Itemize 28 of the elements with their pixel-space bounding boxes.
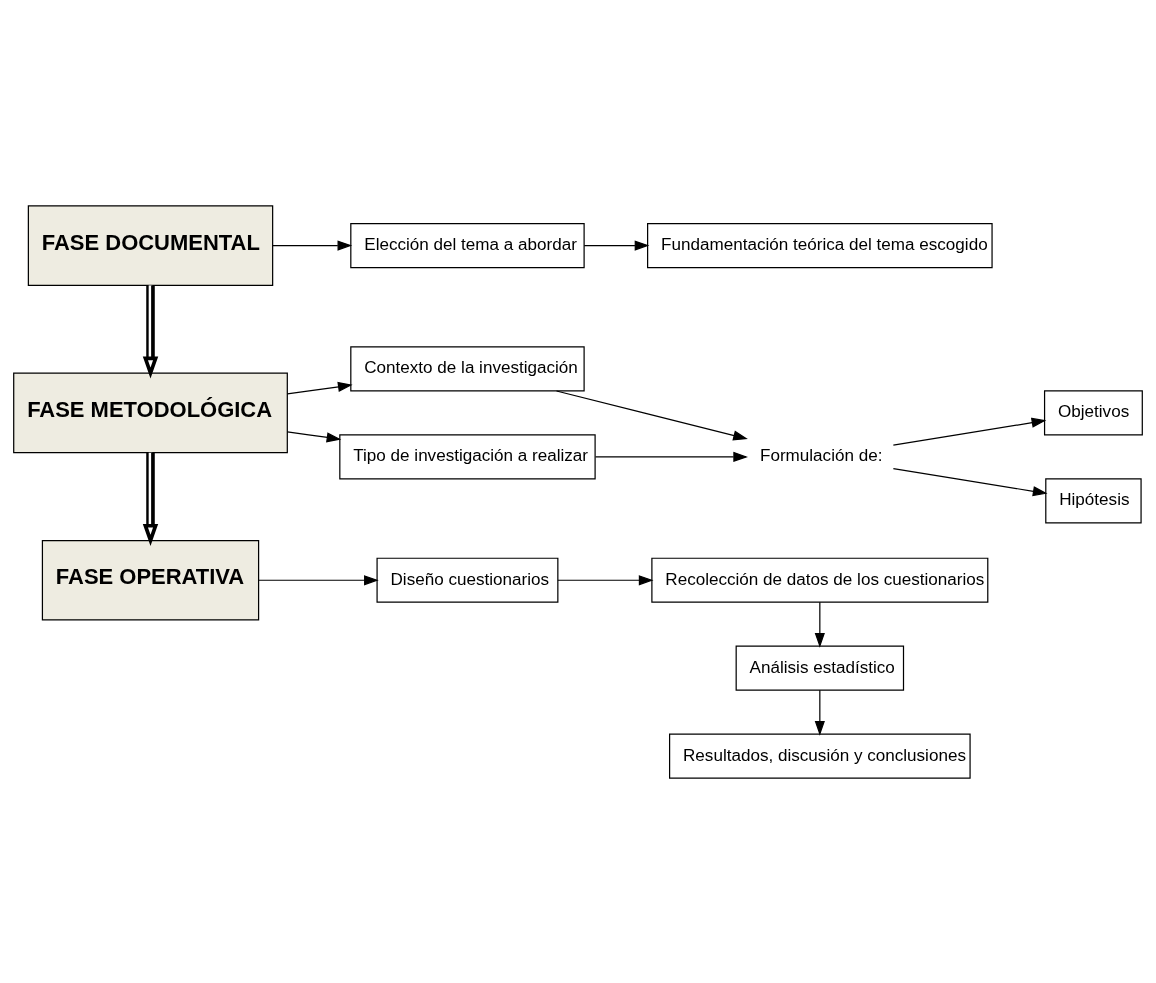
node-box: Análisis estadístico <box>735 645 905 691</box>
node-box: Contexto de la investigación <box>350 345 585 392</box>
arrow <box>286 430 342 442</box>
node-box: Tipo de investigación a realizar <box>339 433 596 479</box>
node-box: Resultados, discusión y conclusiones <box>669 733 971 779</box>
arrow <box>142 284 159 379</box>
node-box: Recolección de datos de los cuestionarios <box>651 557 989 603</box>
arrow <box>272 239 353 251</box>
node-box: Hipótesis <box>1045 477 1142 523</box>
arrow <box>814 689 825 736</box>
node-box: FASE OPERATIVA <box>41 539 260 621</box>
node-box: Diseño cuestionarios <box>376 557 559 603</box>
node-text: Formulación de: <box>759 445 883 465</box>
node-box: FASE METODOLÓGICA <box>13 372 288 453</box>
arrow <box>142 452 159 546</box>
arrow <box>258 574 379 585</box>
arrow <box>286 381 353 395</box>
arrow <box>594 451 748 462</box>
node-box: Objetivos <box>1043 389 1143 435</box>
arrow <box>583 239 650 251</box>
arrow <box>557 574 654 585</box>
arrow <box>892 417 1047 446</box>
node-box: Elección del tema a abordar <box>350 222 585 268</box>
arrow <box>555 389 748 440</box>
node-box: FASE DOCUMENTAL <box>27 204 274 286</box>
arrow <box>892 467 1048 496</box>
arrow <box>814 601 825 648</box>
node-box: Fundamentación teórica del tema escogido <box>647 222 993 268</box>
